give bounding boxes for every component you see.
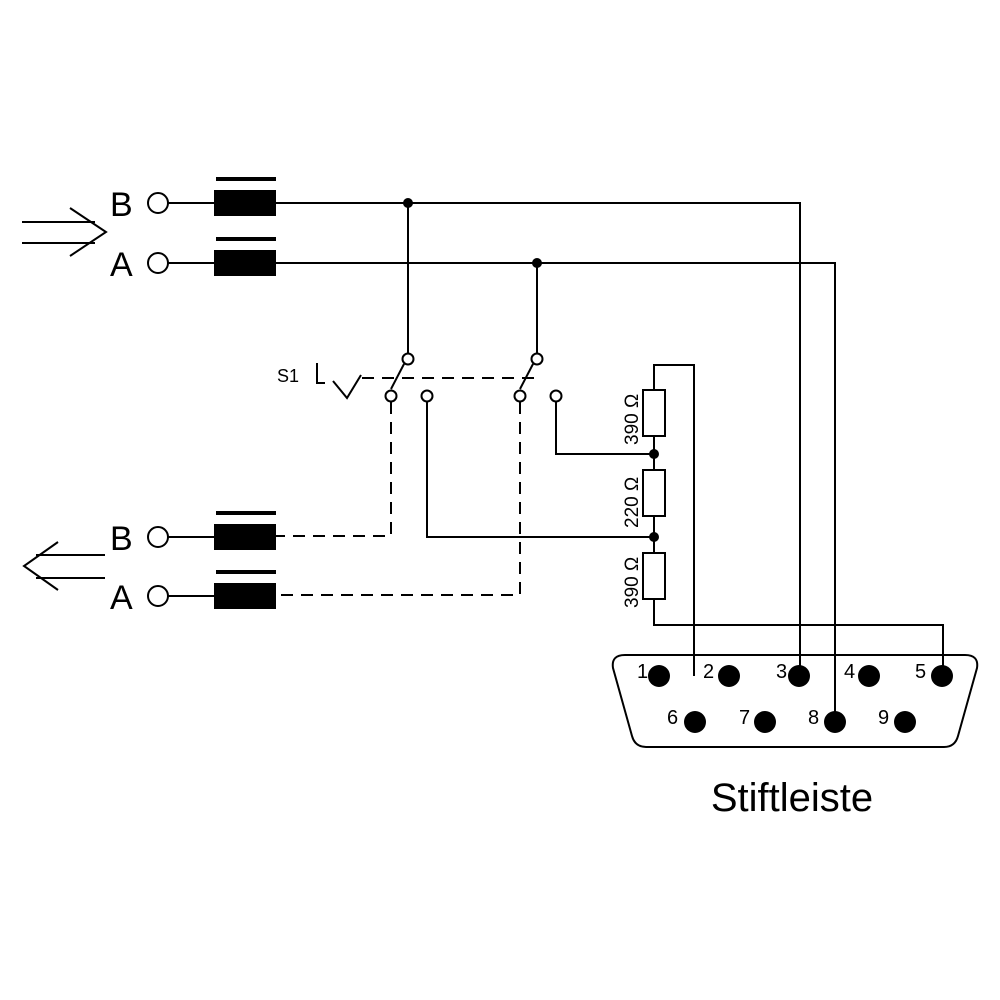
pin-3-label: 3 [776,661,787,683]
terminal-out-a-circle [147,585,169,607]
connector-caption: Stiftleiste [711,776,873,820]
pin-6 [684,711,706,733]
switch-out-b-wire [426,402,654,538]
pin-9 [894,711,916,733]
pin-7 [754,711,776,733]
pin5-wire [653,599,944,676]
pin-2 [718,665,740,687]
junction-r1-r2 [649,449,659,459]
terminal-out-a-label: A [110,579,133,617]
dashed-out-a-route [276,402,521,596]
switch-contact-2b [549,389,563,403]
pin-8 [824,711,846,733]
switch-contact-common-2 [530,352,544,366]
pin-6-label: 6 [667,707,678,729]
pin-5-label: 5 [915,661,926,683]
dashed-out-b-route [276,402,392,537]
switch-contact-2a [513,389,527,403]
input-arrow-icon [22,207,108,257]
switch-contact-1a [384,389,398,403]
switch-label: S1 [277,366,299,386]
switch-out-a-wire [555,402,654,455]
pin-5 [931,665,953,687]
switch-lever-1 [390,363,405,390]
clamp-in-a [214,237,276,276]
dsub-connector-shell [611,654,979,748]
pin-7-label: 7 [739,707,750,729]
resistor-1-label: 390 Ω [622,394,643,445]
resistor-2-label: 220 Ω [622,477,643,528]
terminal-out-b-circle [147,526,169,548]
switch-contact-1b [420,389,434,403]
resistor-1 [642,389,666,437]
clamp-out-b [214,511,276,550]
switch-lever-2 [519,363,534,390]
pin-1 [648,665,670,687]
pin-4-label: 4 [844,661,855,683]
pin-3 [788,665,810,687]
resistor-3-label: 390 Ω [622,557,643,608]
pin6-wire [653,364,695,676]
output-arrow-icon [22,541,105,591]
wire-a-line [168,262,836,722]
junction-r2-r3 [649,532,659,542]
terminal-in-b-circle [147,192,169,214]
terminal-in-b-label: B [110,186,133,224]
terminal-in-a-circle [147,252,169,274]
pin-2-label: 2 [703,661,714,683]
pin-8-label: 8 [808,707,819,729]
resistor-2 [642,469,666,517]
wire-b-line [168,202,801,676]
clamp-in-b [214,177,276,216]
pin-9-label: 9 [878,707,889,729]
clamp-out-a [214,570,276,609]
pin-4 [858,665,880,687]
pin-1-label: 1 [637,661,648,683]
switch-actuator-icon [316,363,325,384]
terminal-in-a-label: A [110,246,133,284]
resistor-3 [642,552,666,600]
switch-contact-common-1 [401,352,415,366]
terminal-out-b-label: B [110,520,133,558]
